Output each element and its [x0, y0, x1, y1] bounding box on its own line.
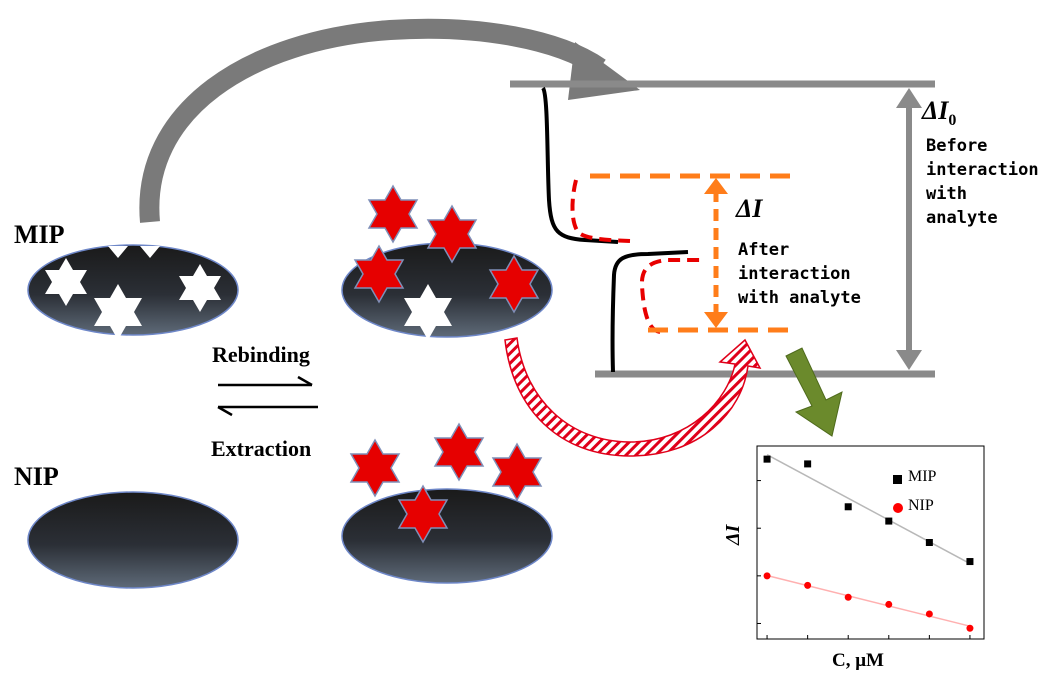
nip-exposed-particle	[341, 484, 553, 584]
curved-transfer-arrow	[139, 18, 606, 223]
trend-line-nip	[766, 574, 971, 627]
data-point-mip	[885, 517, 893, 525]
chart-xlabel: C, μM	[832, 650, 884, 671]
data-point-mip	[925, 539, 933, 546]
cavity-star	[179, 264, 221, 312]
analyte-star	[353, 244, 405, 304]
delta-i0-label: ΔI0	[922, 96, 956, 130]
trend-line-mip	[766, 454, 971, 565]
data-point-nip	[925, 610, 933, 618]
extraction-label: Extraction	[211, 436, 312, 461]
before-interaction-label: Before interaction with analyte	[926, 134, 1039, 230]
delta-i-arrowhead-up	[704, 178, 728, 194]
after-line-3: with analyte	[738, 288, 861, 308]
before-line-1: Before	[926, 136, 988, 156]
before-line-4: analyte	[926, 208, 998, 228]
trace-after-lower	[639, 258, 703, 334]
data-point-nip	[763, 572, 771, 580]
delta-i-arrowhead-down	[704, 312, 728, 328]
cavity-star	[45, 258, 87, 306]
green-down-arrow	[785, 347, 843, 437]
before-line-2: interaction	[926, 160, 1039, 180]
chart-frame	[756, 445, 985, 640]
legend-nip-marker	[893, 503, 903, 513]
legend-nip-label: NIP	[908, 497, 934, 514]
equilibrium-arrows	[217, 375, 318, 417]
analyte-star	[349, 438, 401, 498]
data-point-mip	[844, 503, 852, 511]
trace-after-upper	[570, 179, 631, 243]
trace-before-upper	[541, 86, 619, 244]
cavity-notch	[140, 246, 160, 258]
delta-i0-text: ΔI	[922, 96, 949, 125]
delta-i0-arrowhead-up	[896, 88, 922, 108]
mip-particle	[27, 244, 239, 340]
nip-particle	[27, 491, 239, 589]
after-interaction-label: After interaction with analyte	[738, 238, 861, 310]
before-line-3: with	[926, 184, 967, 204]
data-point-mip	[763, 455, 771, 463]
cavity-notch	[108, 246, 128, 258]
delta-i-label: ΔI	[736, 194, 763, 223]
chart-legend	[893, 475, 903, 513]
data-point-mip	[966, 558, 974, 566]
after-line-1: After	[738, 240, 790, 260]
empty-cavity-star	[404, 284, 452, 340]
data-point-nip	[885, 600, 893, 608]
inset-chart	[756, 445, 985, 640]
data-point-mip	[804, 460, 812, 468]
trace-before-lower	[610, 250, 689, 373]
after-line-2: interaction	[738, 264, 851, 284]
legend-mip-label: MIP	[908, 468, 937, 485]
analyte-star	[367, 184, 419, 244]
mip-rebound-particle	[341, 242, 553, 340]
delta-i0-subscript: 0	[948, 112, 957, 130]
data-point-nip	[804, 581, 812, 589]
data-point-nip	[844, 593, 852, 601]
analyte-star	[491, 442, 543, 502]
analyte-star	[426, 204, 478, 264]
analyte-star	[397, 484, 449, 544]
mip-label: MIP	[14, 220, 65, 249]
chart-ylabel: ΔI	[722, 524, 744, 545]
curved-transfer-arrowhead	[568, 42, 640, 100]
cavity-star	[94, 284, 142, 340]
nip-label: NIP	[14, 462, 59, 491]
analyte-star	[433, 422, 485, 482]
hatched-curved-arrow	[504, 337, 762, 457]
rebinding-label: Rebinding	[212, 342, 310, 367]
data-point-nip	[966, 624, 974, 632]
legend-mip-marker	[893, 475, 902, 484]
analyte-star	[488, 254, 540, 314]
delta-i0-arrowhead-down	[896, 350, 922, 370]
